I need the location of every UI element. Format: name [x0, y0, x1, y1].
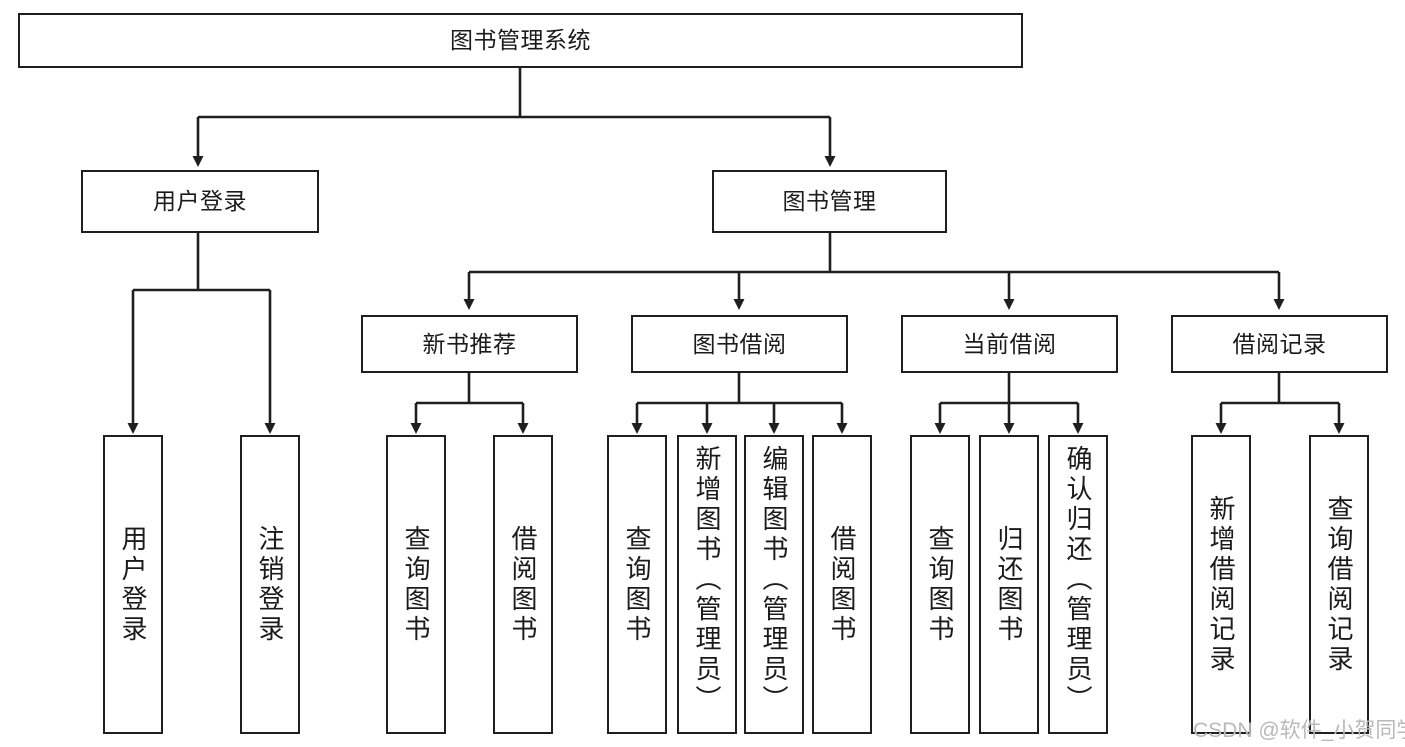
node-label: 图书借阅 — [692, 330, 787, 357]
leaf-query-book-borrow[interactable]: 查询图书 — [607, 435, 667, 734]
node-label: 查询借阅记录 — [1324, 494, 1354, 675]
node-label: 借阅图书 — [508, 524, 538, 645]
node-label: 当前借阅 — [962, 330, 1057, 357]
node-label: 新增借阅记录 — [1206, 494, 1236, 675]
node-label: 注销登录 — [255, 524, 285, 645]
node-book-management[interactable]: 图书管理 — [712, 170, 947, 233]
node-label: 编辑图书（管理员） — [759, 445, 789, 715]
node-current-borrow[interactable]: 当前借阅 — [901, 315, 1118, 373]
leaf-edit-book-admin[interactable]: 编辑图书（管理员） — [744, 435, 804, 734]
node-label: 借阅记录 — [1232, 330, 1327, 357]
leaf-confirm-return-admin[interactable]: 确认归还（管理员） — [1048, 435, 1108, 734]
leaf-borrow-book-new[interactable]: 借阅图书 — [493, 435, 553, 734]
node-label: 用户登录 — [118, 524, 148, 645]
node-label: 查询图书 — [925, 524, 955, 645]
leaf-borrow-book[interactable]: 借阅图书 — [812, 435, 872, 734]
leaf-query-borrow-record[interactable]: 查询借阅记录 — [1309, 435, 1369, 734]
node-label: 新增图书（管理员） — [692, 445, 722, 715]
leaf-return-book[interactable]: 归还图书 — [979, 435, 1039, 734]
leaf-logout[interactable]: 注销登录 — [240, 435, 300, 734]
leaf-query-book-new[interactable]: 查询图书 — [386, 435, 446, 734]
node-borrow-record[interactable]: 借阅记录 — [1171, 315, 1388, 373]
node-root-system[interactable]: 图书管理系统 — [18, 13, 1023, 68]
node-label: 用户登录 — [153, 188, 247, 215]
node-user-login[interactable]: 用户登录 — [81, 170, 319, 233]
node-book-borrow[interactable]: 图书借阅 — [631, 315, 848, 373]
leaf-add-borrow-record[interactable]: 新增借阅记录 — [1191, 435, 1251, 734]
node-label: 确认归还（管理员） — [1063, 445, 1093, 715]
watermark-text: CSDN @软件_小贺同学 — [1193, 719, 1405, 742]
node-label: 借阅图书 — [827, 524, 857, 645]
node-label: 新书推荐 — [422, 330, 517, 357]
leaf-user-login[interactable]: 用户登录 — [103, 435, 163, 734]
node-label: 查询图书 — [622, 524, 652, 645]
node-label: 归还图书 — [994, 524, 1024, 645]
leaf-add-book-admin[interactable]: 新增图书（管理员） — [677, 435, 737, 734]
node-label: 查询图书 — [401, 524, 431, 645]
node-label: 图书管理 — [782, 188, 877, 215]
leaf-query-book-current[interactable]: 查询图书 — [910, 435, 970, 734]
node-new-book-recommend[interactable]: 新书推荐 — [361, 315, 578, 373]
node-label: 图书管理系统 — [450, 27, 591, 54]
